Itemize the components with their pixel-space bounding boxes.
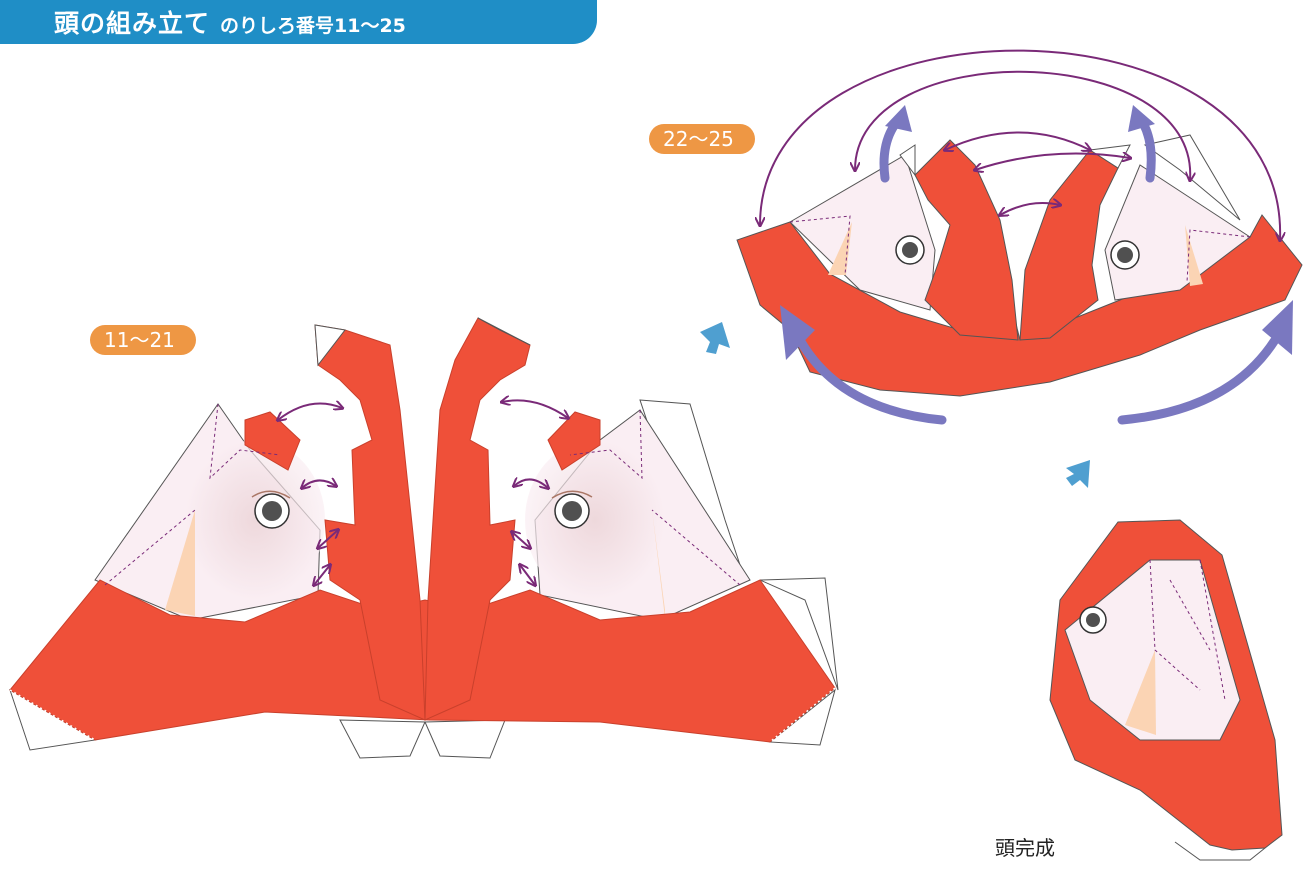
head-curving-piece xyxy=(736,49,1303,425)
step-arrow-2-icon xyxy=(1066,460,1090,488)
step-arrow-1-icon xyxy=(700,322,730,354)
complete-label: 頭完成 xyxy=(995,836,1055,860)
glue-arrows-step2 xyxy=(760,49,1280,240)
page-title: 頭の組み立て xyxy=(54,9,211,38)
head-flat-piece xyxy=(9,317,839,759)
step-badge-2: 22〜25 xyxy=(649,124,755,154)
glue-arrows-step1 xyxy=(278,400,568,585)
header-banner: 頭の組み立て のりしろ番号11〜25 xyxy=(0,0,597,44)
eye-right-icon xyxy=(551,490,593,529)
eye-right-icon xyxy=(1110,240,1140,270)
eye-icon xyxy=(1079,606,1107,634)
head-complete xyxy=(1049,519,1283,861)
eye-left-icon xyxy=(251,490,291,529)
eye-left-icon xyxy=(895,235,925,265)
step-badge-1: 11〜21 xyxy=(90,325,196,355)
page-subtitle: のりしろ番号11〜25 xyxy=(220,14,406,37)
